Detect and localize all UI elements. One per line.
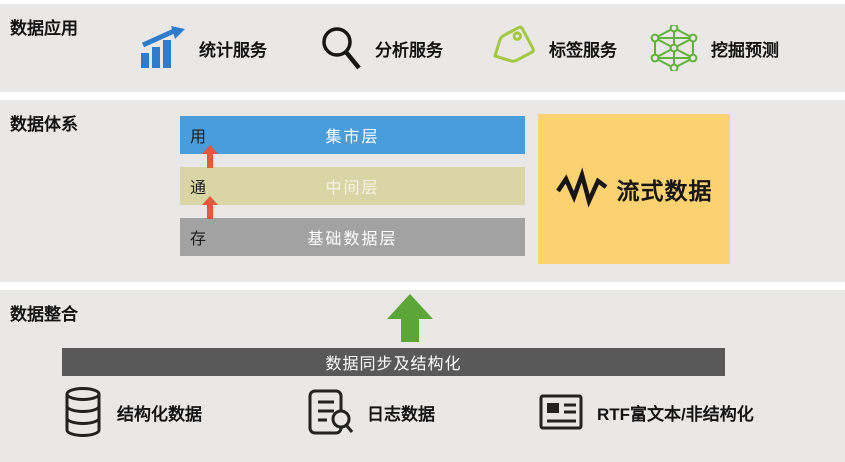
layer-middle: 通 中间层	[180, 167, 525, 205]
network-icon	[650, 25, 698, 71]
section-title-data-integration: 数据整合	[10, 305, 78, 324]
source-label: RTF富文本/非结构化	[597, 404, 754, 424]
zigzag-line-icon	[555, 167, 607, 208]
source-rich-text: RTF富文本/非结构化	[538, 382, 754, 442]
layer-label: 集市层	[325, 129, 380, 146]
source-label: 结构化数据	[117, 404, 202, 424]
streaming-data-label: 流式数据	[616, 178, 713, 204]
database-icon	[65, 387, 101, 437]
tag-icon	[493, 25, 535, 63]
bar-chart-icon	[141, 26, 185, 68]
layer-label: 中间层	[325, 180, 380, 197]
app-item-label: 分析服务	[375, 40, 443, 60]
layer-base: 存 基础数据层	[180, 218, 525, 256]
section-data-system: 数据体系 用 集市层 通 中间层 存 基础数据层 流式数据	[0, 100, 845, 282]
section-title-data-system: 数据体系	[10, 115, 78, 134]
app-item-label: 挖掘预测	[711, 40, 779, 60]
layer-tag: 存	[190, 231, 207, 248]
layer-tag: 通	[190, 180, 207, 197]
app-item-mining: 挖掘预测	[650, 4, 779, 92]
section-title-data-application: 数据应用	[10, 19, 78, 38]
rich-text-icon	[539, 394, 583, 430]
green-up-arrow-icon	[387, 294, 433, 342]
pipeline-bar: 数据同步及结构化	[62, 348, 725, 376]
magnifier-icon	[322, 27, 361, 70]
streaming-data-box: 流式数据	[538, 114, 730, 264]
app-item-tag-service: 标签服务	[484, 4, 617, 92]
red-up-arrow-icon	[202, 145, 218, 168]
layer-market: 用 集市层	[180, 116, 525, 154]
log-icon	[308, 389, 354, 435]
section-data-application: 数据应用 统计服务 分析服务	[0, 4, 845, 92]
layer-label: 基础数据层	[307, 231, 398, 248]
red-up-arrow-icon	[202, 196, 218, 219]
source-label: 日志数据	[367, 404, 435, 424]
section-data-integration: 数据整合 数据同步及结构化 结构化数据	[0, 290, 845, 462]
source-log-data: 日志数据	[306, 382, 435, 442]
app-item-label: 统计服务	[199, 40, 267, 60]
app-item-analysis: 分析服务	[318, 4, 443, 92]
source-structured-data: 结构化数据	[62, 382, 202, 442]
pipeline-label: 数据同步及结构化	[325, 356, 462, 373]
layer-tag: 用	[190, 129, 207, 146]
app-item-statistics: 统计服务	[138, 4, 267, 92]
app-item-label: 标签服务	[549, 40, 617, 60]
